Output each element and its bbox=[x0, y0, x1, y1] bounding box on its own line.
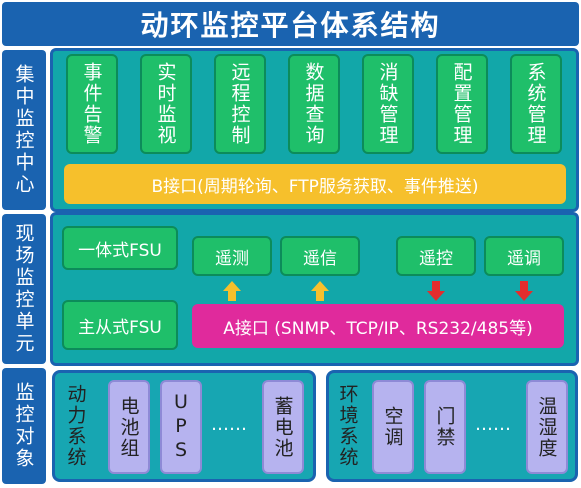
object-air-conditioner: 空调 bbox=[372, 380, 414, 474]
module-data-query: 数据查询 bbox=[288, 54, 340, 154]
environment-system-label: 环境系统 bbox=[336, 384, 359, 468]
object-battery-pack: 电池组 bbox=[108, 380, 150, 474]
function-telemetry: 遥测 bbox=[192, 236, 272, 276]
row-label-field: 现场监控单元 bbox=[2, 214, 46, 364]
row-label-objects: 监控对象 bbox=[2, 368, 46, 484]
object-ups: UPS bbox=[160, 380, 202, 474]
module-remote-control: 远程控制 bbox=[214, 54, 266, 154]
module-defect-management: 消缺管理 bbox=[362, 54, 414, 154]
module-config-management: 配置管理 bbox=[436, 54, 488, 154]
function-teleadjust: 遥调 bbox=[484, 236, 564, 276]
fsu-master-slave: 主从式FSU bbox=[62, 300, 178, 350]
up-arrow-icon bbox=[222, 280, 242, 302]
power-system-label: 动力系统 bbox=[64, 384, 87, 468]
diagram-title: 动环监控平台体系结构 bbox=[2, 2, 579, 46]
module-system-management: 系统管理 bbox=[510, 54, 562, 154]
function-telecontrol: 遥控 bbox=[396, 236, 476, 276]
env-ellipsis: …… bbox=[475, 413, 511, 435]
down-arrow-icon bbox=[426, 280, 446, 302]
b-interface-bar: B接口(周期轮询、FTP服务获取、事件推送) bbox=[64, 164, 566, 204]
module-event-alarm: 事件告警 bbox=[66, 54, 118, 154]
up-arrow-icon bbox=[310, 280, 330, 302]
row-label-center: 集中监控中心 bbox=[2, 50, 46, 210]
object-storage-battery: 蓄电池 bbox=[262, 380, 304, 474]
down-arrow-icon bbox=[514, 280, 534, 302]
a-interface-bar: A接口 (SNMP、TCP/IP、RS232/485等) bbox=[192, 304, 564, 348]
module-realtime-monitor: 实时监视 bbox=[140, 54, 192, 154]
function-telesignal: 遥信 bbox=[280, 236, 360, 276]
object-access-control: 门禁 bbox=[424, 380, 466, 474]
fsu-integrated: 一体式FSU bbox=[62, 226, 178, 270]
power-ellipsis: …… bbox=[211, 413, 247, 435]
object-temperature-humidity: 温湿度 bbox=[526, 380, 568, 474]
